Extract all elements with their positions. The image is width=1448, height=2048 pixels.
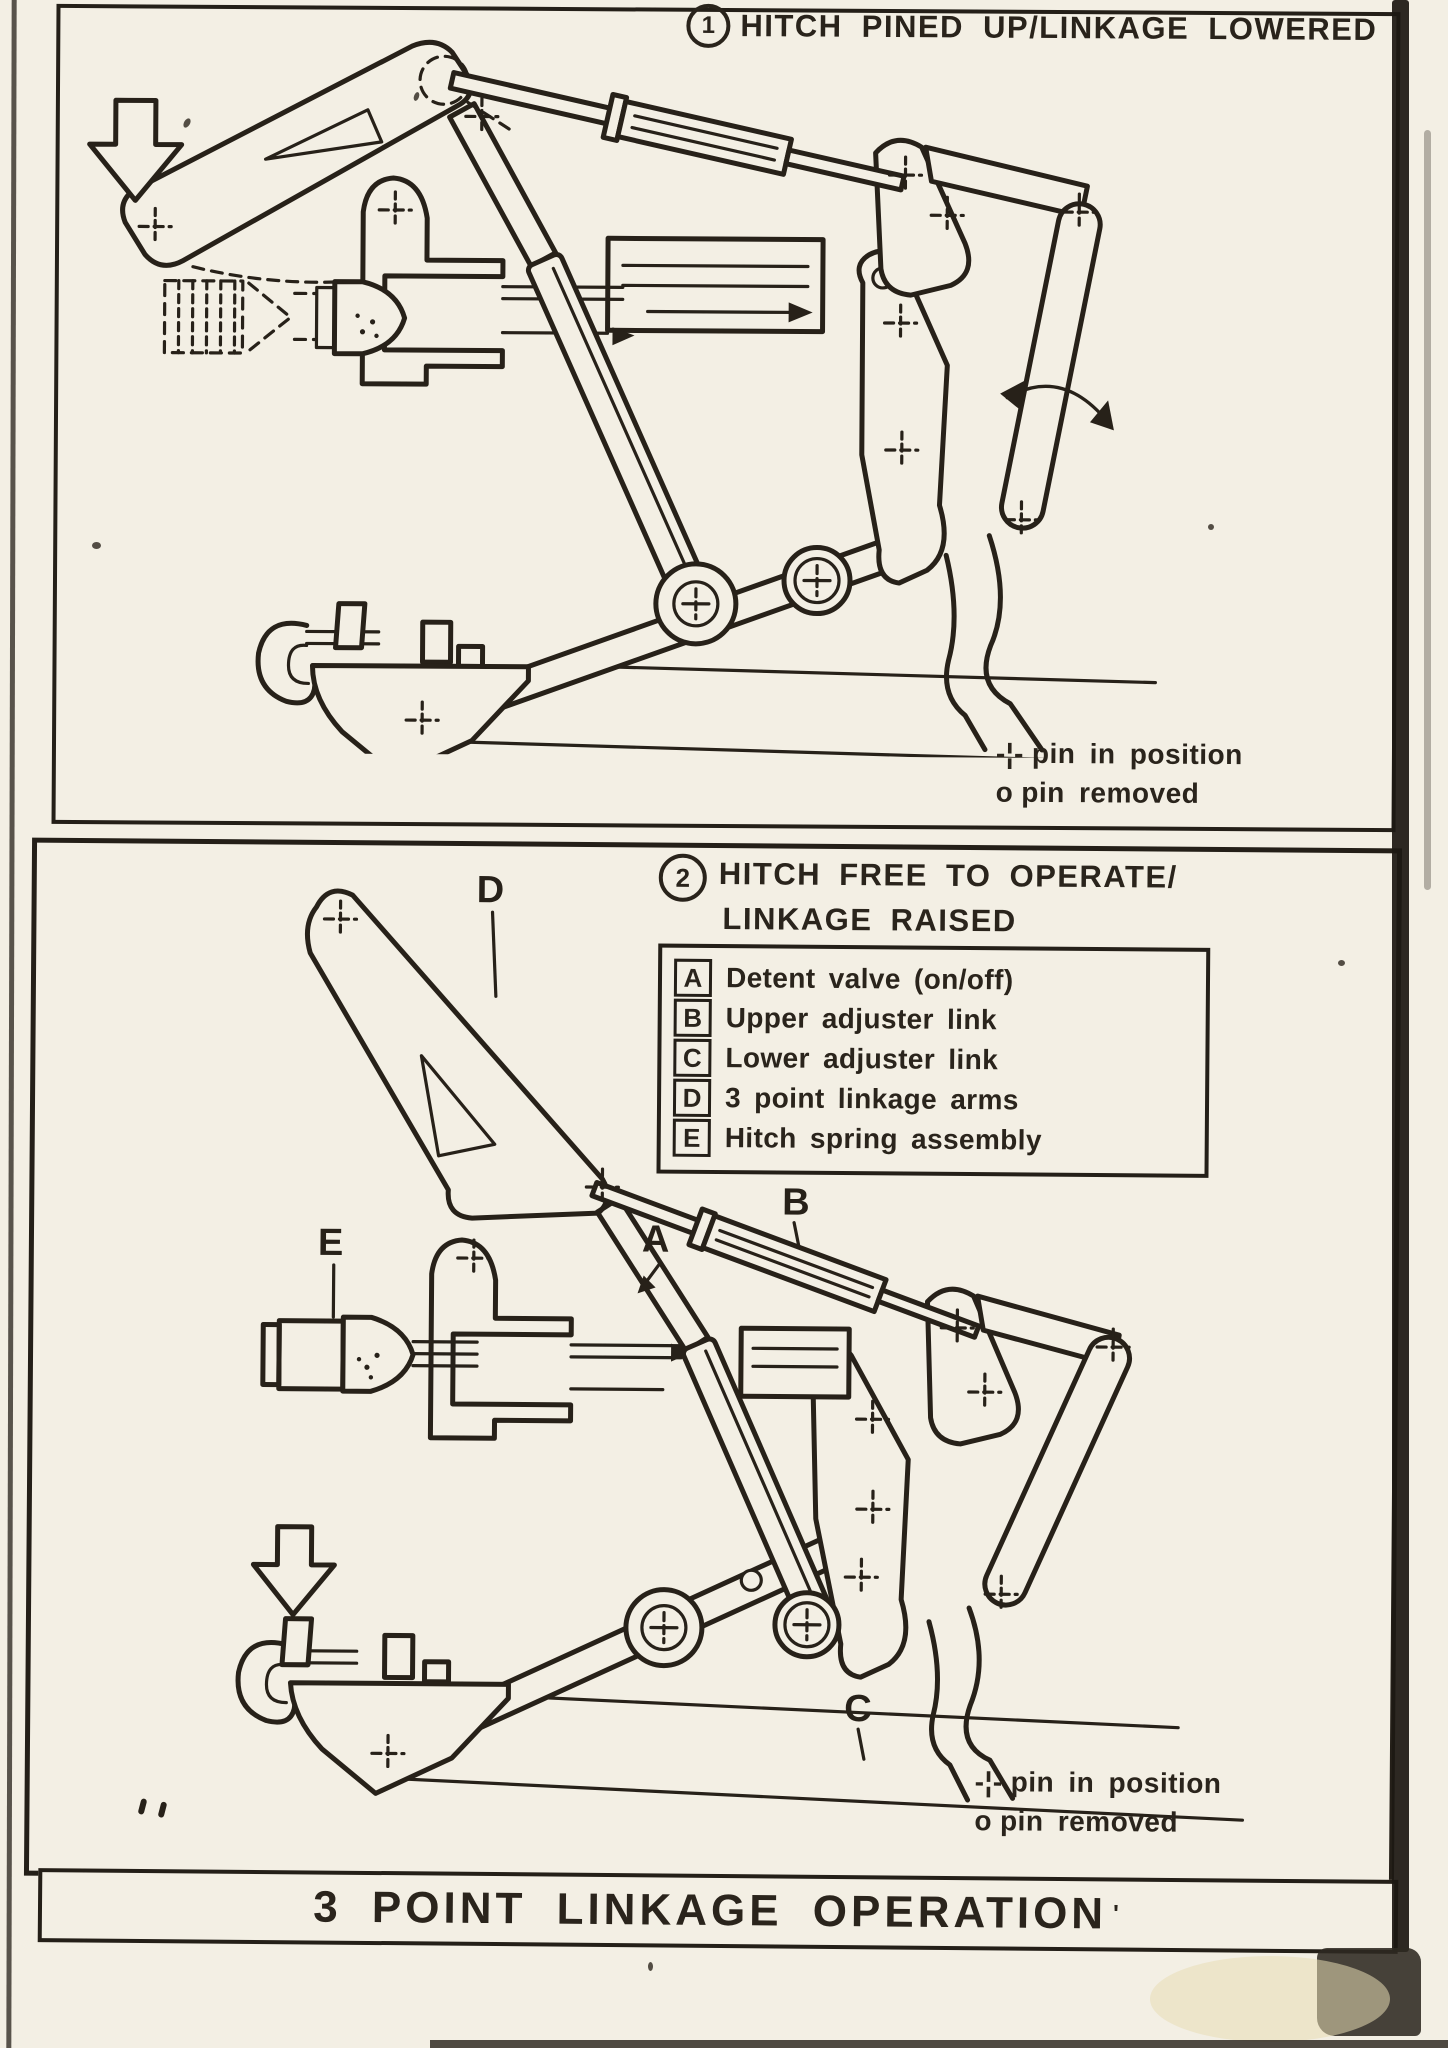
- rear-frame-leg: [926, 1605, 1016, 1803]
- drawbar-hook: [255, 601, 531, 760]
- panel2-title-line2: LINKAGE RAISED: [722, 900, 1017, 939]
- legend-row-a: A Detent valve (on/off): [673, 958, 1194, 1002]
- label-leader-lines: [331, 910, 866, 1761]
- frame-block: [605, 235, 826, 335]
- scan-speck: [648, 1962, 653, 1971]
- lower-adjuster-link: [525, 251, 707, 597]
- legend-label-d: 3 point linkage arms: [724, 1082, 1019, 1116]
- pin-removed-symbol: o: [995, 776, 1014, 808]
- panel1-title: 1 HITCH PINED UP/LINKAGE LOWERED: [686, 3, 1378, 52]
- pin-removed-hole: [739, 1568, 763, 1592]
- paper-stain: [1150, 1956, 1390, 2042]
- scan-edge-right: [1392, 0, 1409, 1952]
- center-pivot-plate: [856, 248, 950, 586]
- label-a: A: [642, 1218, 670, 1260]
- lift-link: [999, 201, 1103, 531]
- panel-hitch-pinned-up: 1 HITCH PINED UP/LINKAGE LOWERED -¦-pin …: [51, 3, 1401, 833]
- hitch-spring-assembly: [260, 1314, 479, 1394]
- legend-label-c: Lower adjuster link: [725, 1042, 999, 1076]
- panel2-linkage-diagram: D E A B C: [235, 869, 1245, 1822]
- panel2-number-badge: 2: [658, 853, 707, 902]
- scan-edge-left: [6, 0, 17, 2048]
- label-e: E: [318, 1222, 344, 1264]
- label-d: D: [477, 869, 505, 911]
- circled-pin: [672, 580, 720, 628]
- label-c: C: [844, 1688, 872, 1730]
- panel2-header: 2 HITCH FREE TO OPERATE/ LINKAGE RAISED: [658, 852, 1178, 946]
- scan-speck: [92, 542, 101, 549]
- ground-lines: [393, 663, 1234, 760]
- panel-hitch-free: D E A B C 2 HITCH FREE TO OPERATE/ LINKA…: [23, 837, 1403, 1887]
- upper-adjuster-link: [589, 1180, 982, 1340]
- circled-pin-2: [793, 556, 841, 605]
- top-linkage-arm: [120, 39, 474, 284]
- parts-legend-box: A Detent valve (on/off) B Upper adjuster…: [656, 943, 1211, 1178]
- legend-key-b: B: [673, 998, 712, 1037]
- scan-edge-bottom: [430, 2040, 1448, 2048]
- legend-key-e: E: [672, 1118, 711, 1157]
- panel2-title-line1: HITCH FREE TO OPERATE/: [718, 856, 1178, 895]
- down-arrow-icon: [87, 97, 185, 203]
- panel1-number-badge: 1: [686, 3, 731, 49]
- scan-speck: [1338, 960, 1345, 966]
- legend-label-b: Upper adjuster link: [725, 1002, 998, 1036]
- pin-in-position-symbol: -¦-: [995, 737, 1025, 769]
- legend-key-a: A: [673, 958, 713, 997]
- frame-block: [738, 1325, 852, 1400]
- page-title-bar: 3 POINT LINKAGE OPERATION ': [37, 1868, 1399, 1954]
- circled-pin-2: [783, 1600, 831, 1649]
- panel1-title-text: HITCH PINED UP/LINKAGE LOWERED: [740, 8, 1378, 47]
- legend-label-a: Detent valve (on/off): [725, 962, 1014, 996]
- pin-in-position-row: -¦-pin in position: [995, 737, 1243, 771]
- page-title: 3 POINT LINKAGE OPERATION: [312, 1882, 1108, 1939]
- panel1-linkage-diagram: [87, 39, 1234, 760]
- label-b: B: [782, 1182, 810, 1224]
- rear-frame-leg: [943, 533, 1045, 753]
- hitch-spring-dashed: [162, 278, 408, 357]
- pin-in-position-symbol: -¦-: [974, 1766, 1003, 1798]
- ground-lines: [368, 1694, 1245, 1822]
- lift-link: [982, 1334, 1132, 1608]
- legend-row-c: C Lower adjuster link: [673, 1038, 1193, 1082]
- upper-adjuster-link: [447, 70, 907, 193]
- threaded-adjuster: [447, 101, 559, 269]
- down-arrow-icon: [250, 1524, 337, 1618]
- legend-key-d: D: [672, 1078, 712, 1117]
- drawbar-hook: [235, 1616, 511, 1796]
- circled-pin: [640, 1603, 688, 1652]
- hitch-clamp-bracket: [427, 1237, 694, 1441]
- page-title-tick: ': [1112, 1900, 1123, 1928]
- scan-smear-right: [1424, 130, 1431, 890]
- legend-label-e: Hitch spring assembly: [724, 1122, 1043, 1156]
- pin-in-position-row: -¦-pin in position: [974, 1766, 1222, 1800]
- legend-key-c: C: [673, 1038, 712, 1077]
- scan-speck: [1208, 524, 1214, 530]
- top-linkage-arm: [304, 888, 610, 1221]
- legend-row-d: D 3 point linkage arms: [672, 1078, 1193, 1122]
- swing-arrow-icon: [1000, 379, 1114, 431]
- legend-row-b: B Upper adjuster link: [673, 998, 1194, 1042]
- legend-row-e: E Hitch spring assembly: [672, 1118, 1193, 1162]
- pin-removed-symbol: o: [974, 1805, 993, 1837]
